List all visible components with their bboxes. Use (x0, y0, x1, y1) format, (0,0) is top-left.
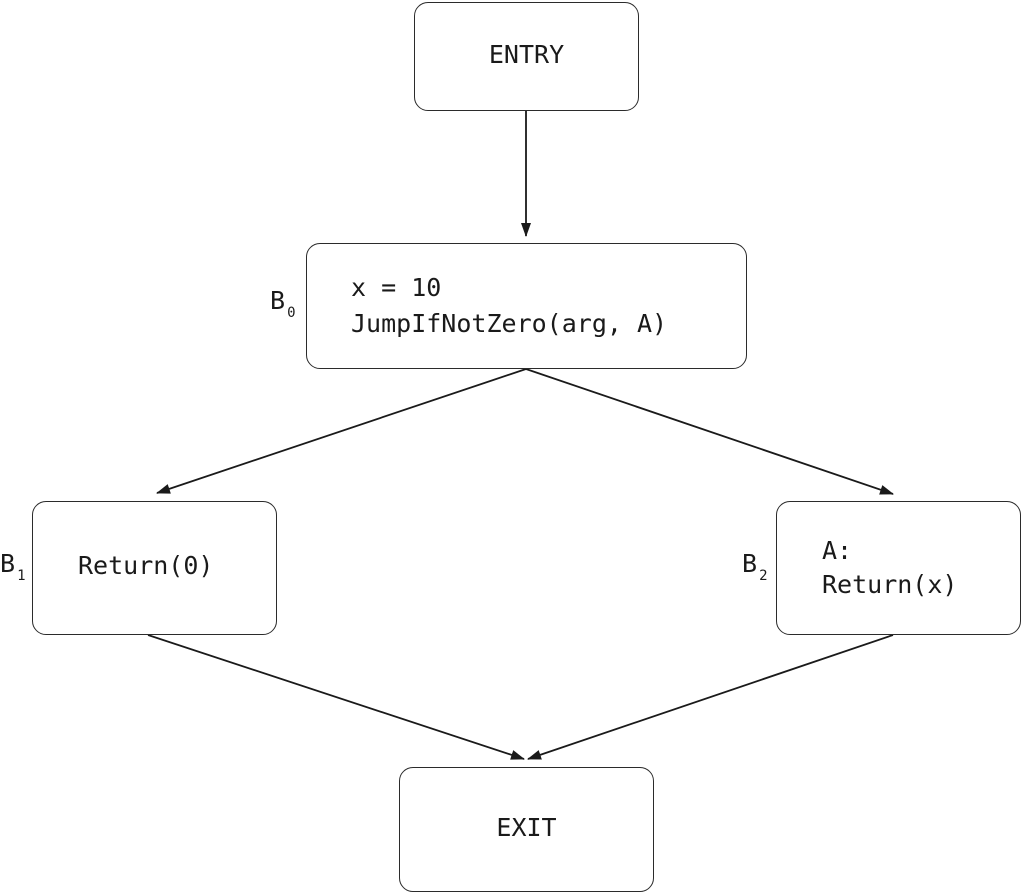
b0-line-2: JumpIfNotZero(arg, A) (351, 309, 668, 338)
b0-line-1: x = 10 (351, 273, 442, 302)
b2-node: A: Return(x) (776, 501, 1021, 635)
b2-subscript: 2 (759, 568, 768, 584)
b1-line-1: Return(0) (78, 551, 214, 580)
b0-node: x = 10 JumpIfNotZero(arg, A) (306, 243, 747, 369)
b1-subscript: 1 (17, 568, 26, 584)
b0-subscript: 0 (287, 305, 296, 321)
exit-label: EXIT (496, 813, 557, 842)
edge-b2-exit (527, 634, 894, 760)
b2-name: B (742, 549, 758, 578)
edge-b1-exit (147, 634, 525, 760)
b0-name: B (270, 286, 286, 315)
exit-node: EXIT (399, 767, 654, 892)
entry-label: ENTRY (488, 40, 565, 69)
b1-node: Return(0) (32, 501, 277, 635)
b2-line-1: A: (822, 536, 853, 565)
entry-node: ENTRY (414, 2, 639, 111)
b1-name: B (0, 549, 16, 578)
edge-b0-b2 (525, 368, 894, 495)
edge-b0-b1 (156, 368, 527, 494)
b2-line-2: Return(x) (822, 570, 958, 599)
